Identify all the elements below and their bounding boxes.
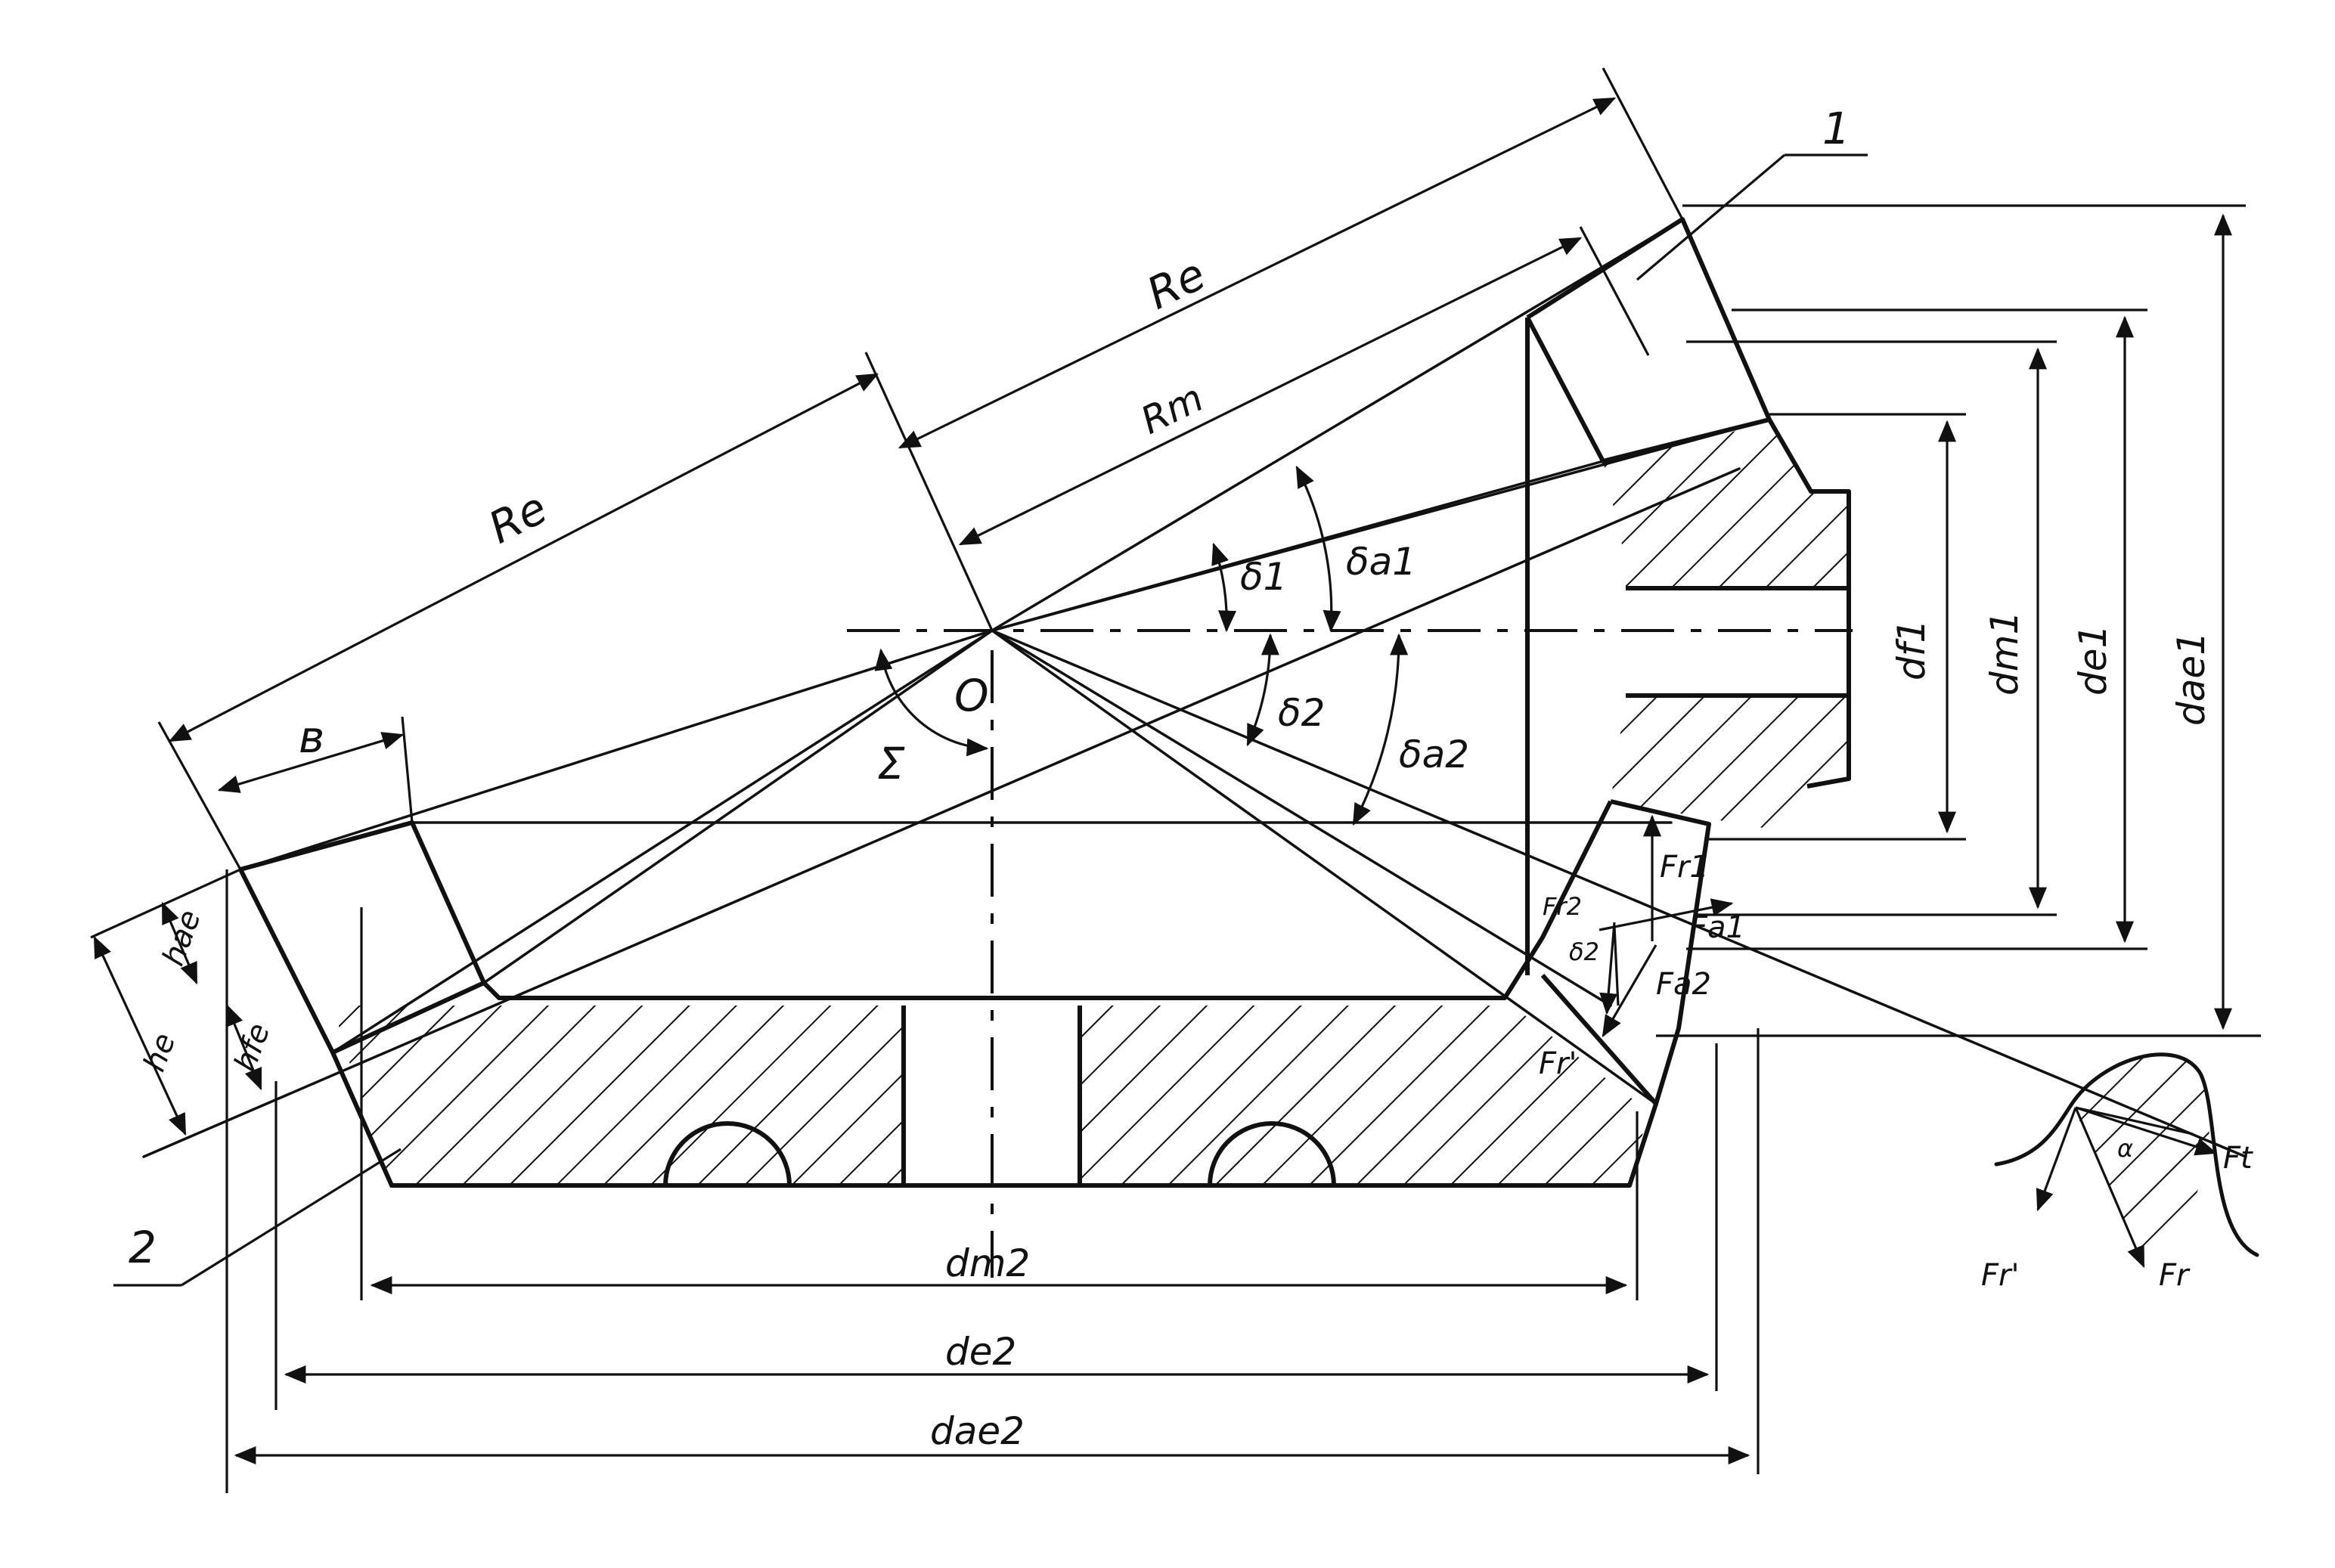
re-upper-ext-2	[1602, 67, 1684, 220]
dae1-label: dae1	[2169, 631, 2213, 726]
face-width-ext	[401, 716, 414, 823]
cone-line-e	[331, 629, 994, 1054]
rm-label: Rm	[1134, 376, 1210, 443]
cone-line-j	[142, 467, 1741, 1158]
delta-a2-label: δa2	[1399, 733, 1469, 776]
delta-2-small-label: δ2	[1569, 937, 1599, 966]
dae2-label: dae2	[930, 1409, 1025, 1453]
delta-2-arc	[1246, 633, 1279, 747]
part-2-label: 2	[129, 1222, 157, 1273]
delta-1-arc	[1211, 542, 1237, 633]
cone-line-i	[991, 629, 2247, 1158]
wheel-web	[482, 800, 1613, 1000]
cone-line-f	[482, 629, 994, 984]
fr1-label: Fr1	[1660, 850, 1709, 885]
part-1-label: 1	[1822, 103, 1850, 154]
fa2-vector	[1613, 925, 1620, 1006]
fr-vector	[2074, 1107, 2145, 1269]
apex-label: O	[954, 670, 989, 721]
wheel-keyway-left	[663, 1121, 792, 1186]
re-upper-label: Re	[1139, 248, 1213, 319]
re-lower-dim	[168, 373, 879, 742]
ft-vector	[2075, 1106, 2218, 1156]
fr2-vector	[1599, 922, 1618, 1015]
face-width-dim	[217, 732, 405, 793]
df1-label: df1	[1890, 619, 1933, 680]
pinion-body	[1767, 418, 1851, 789]
leader-2	[181, 1148, 402, 1287]
tooth-force-detail	[1994, 1052, 2259, 1270]
re-lower-ext	[157, 721, 242, 870]
he-label: he	[137, 1029, 182, 1077]
pinion-lower-section	[1611, 696, 1849, 832]
delta-2-label: δ2	[1278, 691, 1325, 735]
re-upper-dim	[898, 97, 1617, 449]
pinion-diameters	[1656, 204, 2261, 1037]
de2-label: de2	[945, 1330, 1016, 1374]
fr2-label: Fr2	[1543, 892, 1582, 921]
leader-1	[1636, 153, 1786, 281]
fa1-vector	[1599, 898, 1734, 931]
de1-label: de1	[2071, 624, 2115, 696]
shaft-angle-label: Σ	[877, 738, 905, 789]
delta-1-label: δ1	[1240, 555, 1287, 599]
slant-dimensions	[90, 67, 1684, 1136]
fa1-label: Fa1	[1690, 910, 1745, 945]
wheel-hub-right-section	[1080, 1006, 1648, 1185]
rm-dim	[958, 237, 1583, 546]
h-ext-a	[90, 868, 241, 939]
alpha-ray	[2075, 1106, 2194, 1136]
rm-ext	[1579, 226, 1650, 356]
pinion-upper-section	[1603, 423, 1849, 588]
delta-a1-label: δa1	[1346, 540, 1416, 584]
hfe-dim	[225, 1003, 262, 1091]
cone-line-g	[991, 629, 1657, 1105]
mesh-forces	[1599, 814, 1734, 1038]
hatched-sections	[333, 423, 1849, 1185]
h-ext-b	[93, 935, 187, 1136]
dm2-label: dm2	[945, 1241, 1030, 1285]
wheel-outline	[238, 799, 1711, 1188]
center-lines	[847, 629, 1853, 1278]
sigma-arc	[874, 648, 989, 757]
hae-dim	[161, 901, 198, 985]
wheel-tooth-right	[1540, 799, 1711, 1106]
hae-label: hae	[156, 906, 208, 971]
wheel-keyway-right	[1208, 1121, 1336, 1186]
cone-line-h	[991, 629, 1612, 1007]
dm1-label: dm1	[1983, 611, 2026, 696]
pinion-tooth	[1525, 217, 1772, 463]
fa2-label: Fa2	[1656, 967, 1711, 1002]
cone-line-a	[991, 218, 1684, 632]
re-lower-label: Re	[480, 482, 555, 553]
delta-a1-arc	[1295, 465, 1341, 633]
wheel-hub-left-section	[333, 1006, 904, 1185]
frp-detail-vector	[2036, 1107, 2077, 1212]
wheel-diameters	[225, 869, 1760, 1493]
angle-arcs	[874, 465, 1409, 826]
part-leaders	[113, 153, 1868, 1287]
fr-prime-label: Fr'	[1539, 1046, 1577, 1081]
re-upper-ext-1	[864, 352, 994, 631]
labels: 1 2 O Σ Re Re Rm в δ1 δa1 δ2 δa2 df1 dm1…	[129, 103, 2253, 1453]
alpha-label: α	[2117, 1134, 2133, 1163]
face-width-label: в	[299, 711, 324, 763]
ft-label: Ft	[2223, 1141, 2253, 1176]
frp-vector	[1602, 944, 1657, 1038]
tooth-hatch	[2072, 1054, 2209, 1270]
delta-a2-arc	[1352, 633, 1409, 826]
fr-label: Fr	[2159, 1258, 2191, 1293]
fr-prime-detail-label: Fr'	[1981, 1258, 2019, 1293]
